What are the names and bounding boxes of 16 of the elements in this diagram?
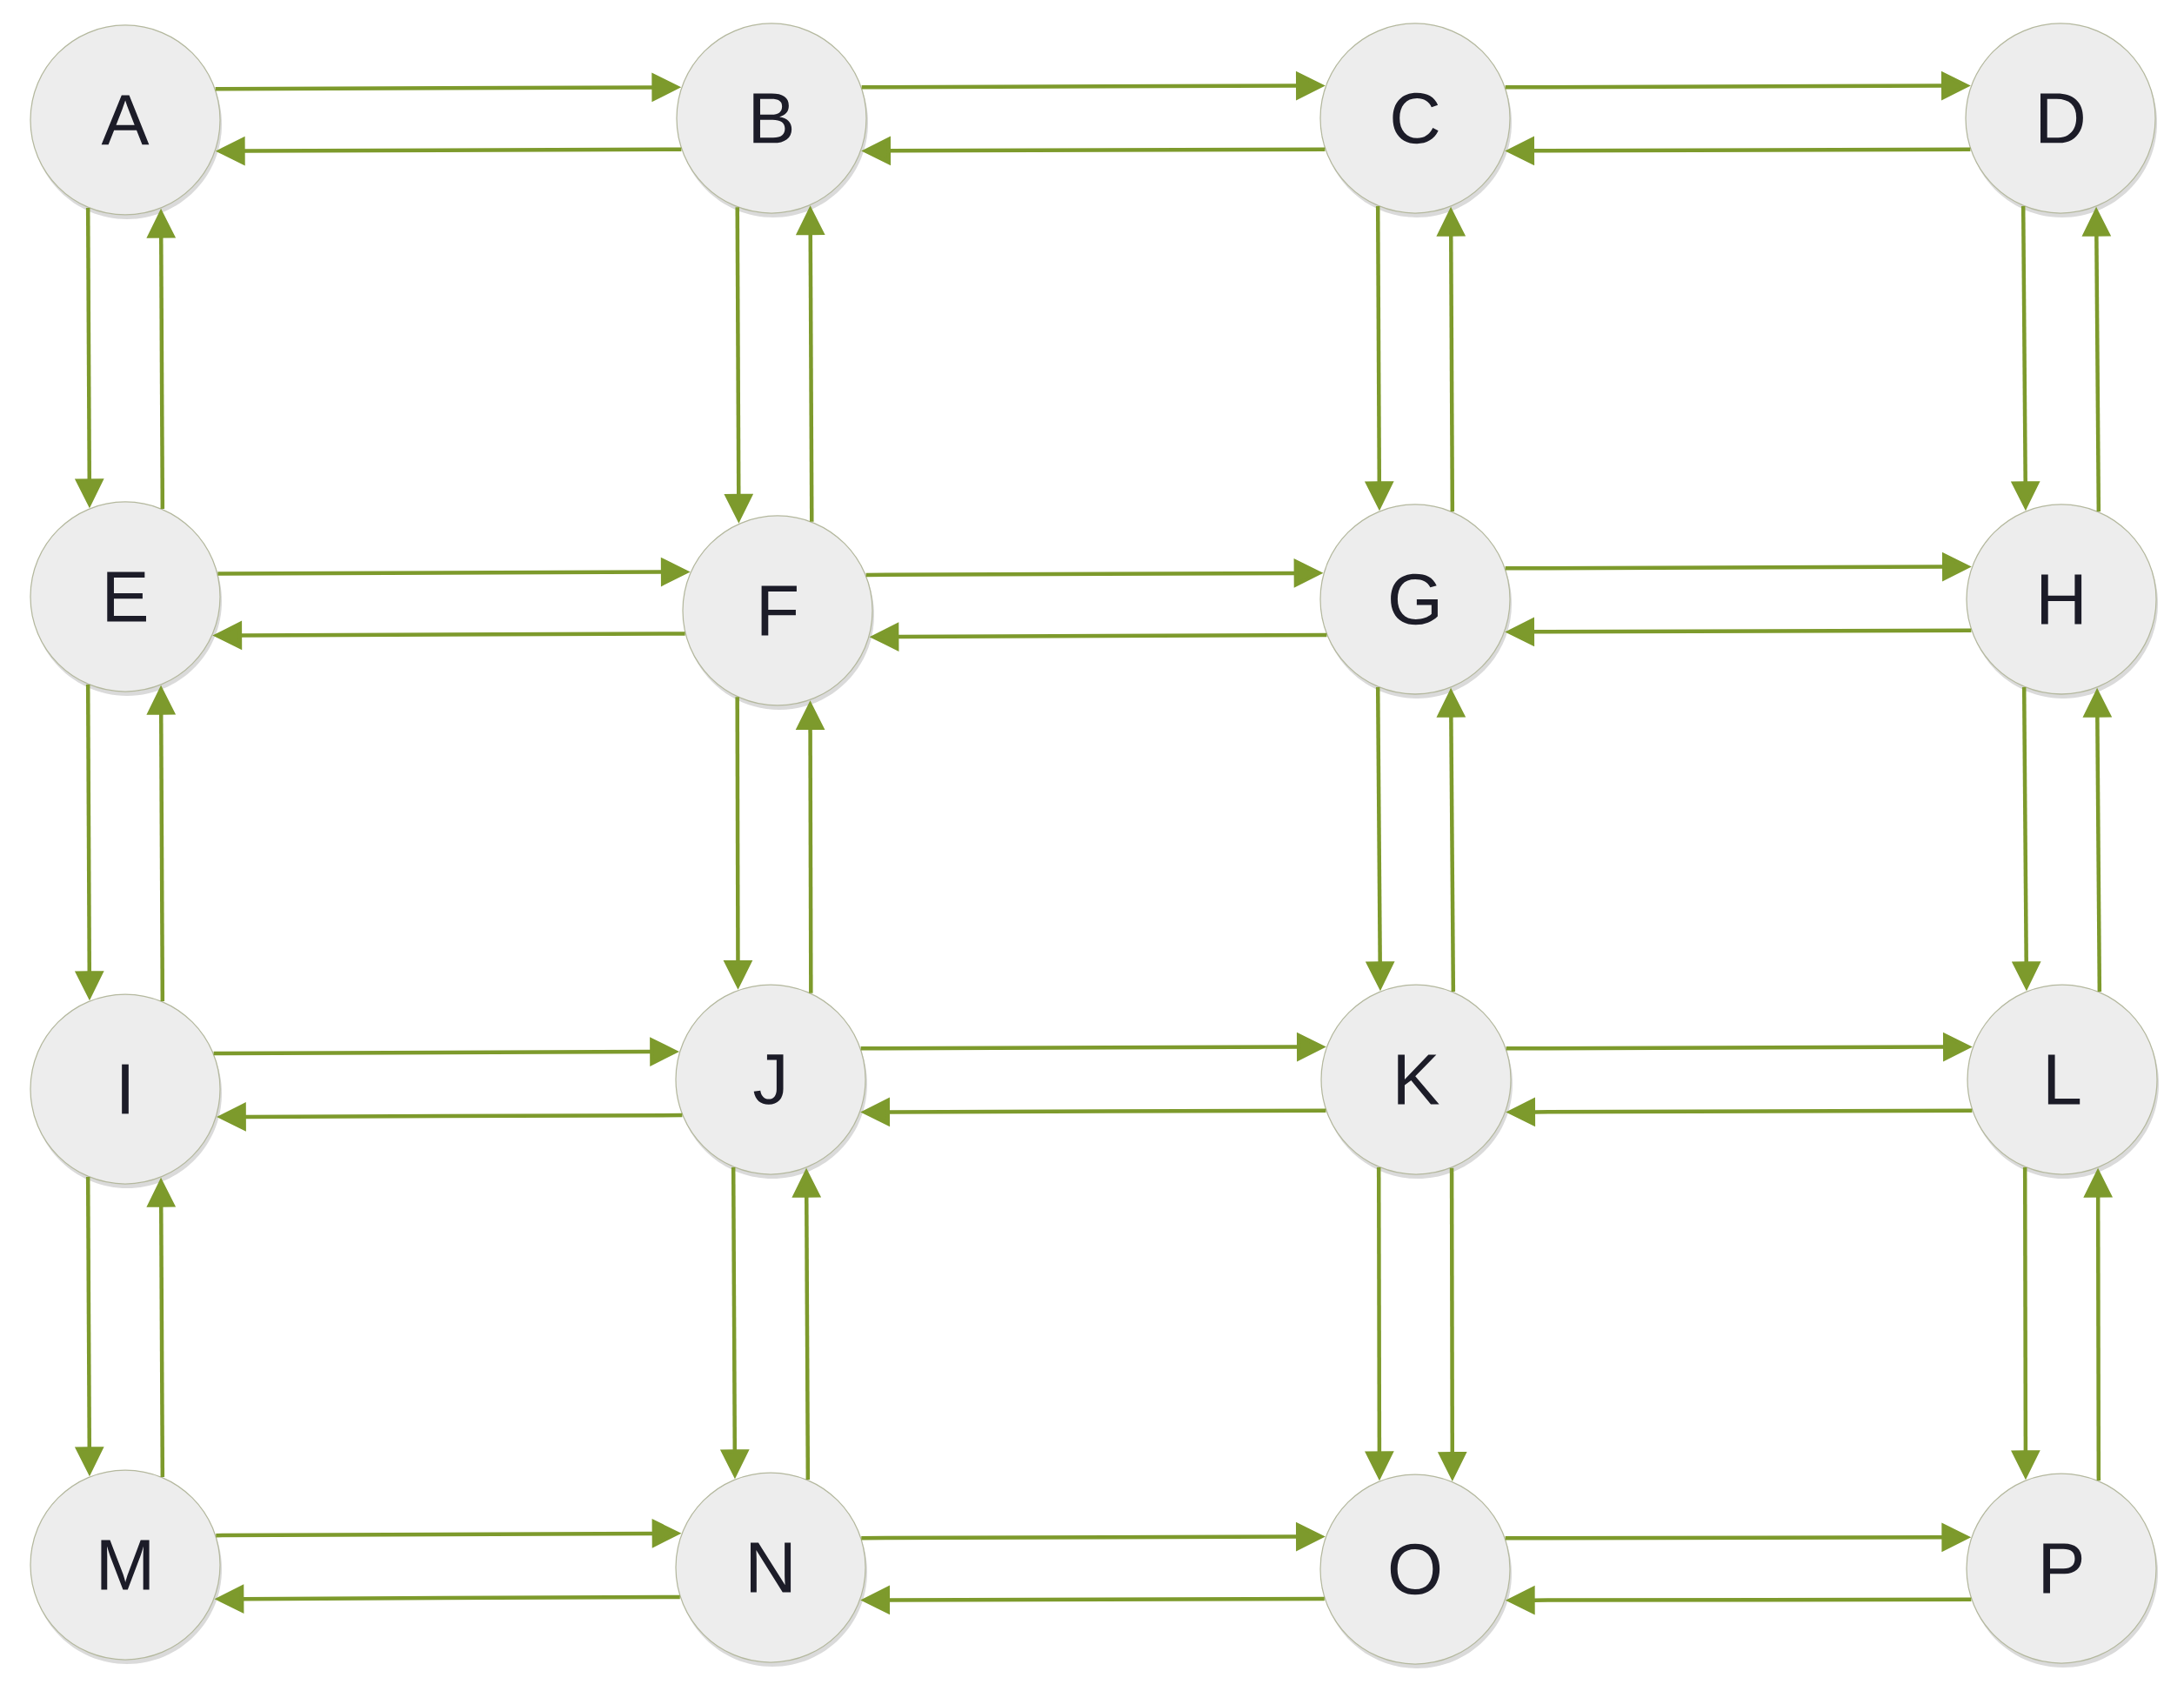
circle-node: L	[1967, 984, 2160, 1179]
circle-node: B	[676, 23, 868, 217]
circle-node: G	[1319, 504, 1512, 698]
circle-node: K	[1320, 984, 1513, 1179]
circle-node: C	[1319, 23, 1512, 217]
circle-node: J	[675, 984, 867, 1179]
circle-node: I	[30, 993, 222, 1188]
circle-node: E	[30, 501, 222, 696]
circle-node: M	[30, 1469, 222, 1664]
circle-node: P	[1966, 1473, 2159, 1668]
circle-node: A	[30, 24, 222, 219]
circle-node: H	[1966, 504, 2159, 698]
circle-node: D	[1965, 23, 2158, 217]
circle-node: N	[675, 1472, 867, 1667]
circle-node: O	[1319, 1474, 1512, 1668]
circle-node: F	[682, 515, 874, 710]
